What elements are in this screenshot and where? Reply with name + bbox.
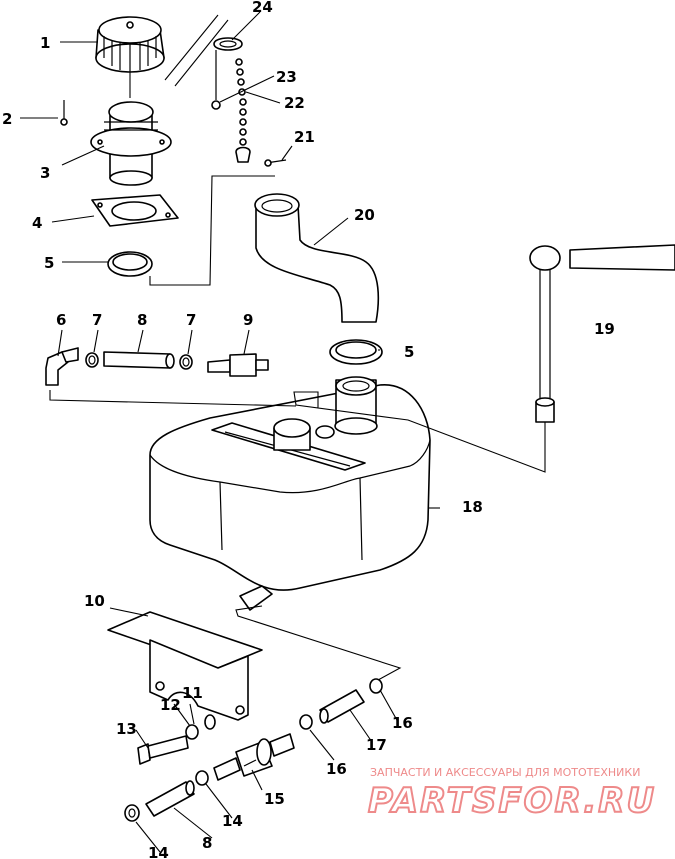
callout-6: 6: [56, 311, 66, 329]
callout-16a: 16: [392, 714, 413, 732]
callout-21: 21: [294, 128, 315, 146]
callout-23: 23: [276, 68, 297, 86]
fuel-tank: [149, 376, 431, 611]
callout-19: 19: [594, 320, 615, 338]
chain-screw: [264, 159, 287, 167]
bracket-bolt: [137, 735, 189, 765]
elbow-fitting: [45, 347, 79, 386]
callout-3: 3: [40, 164, 50, 182]
clamp-14-lower: [124, 804, 140, 822]
callout-10: 10: [84, 592, 105, 610]
clamp-16-upper: [369, 678, 383, 694]
fuel-filter: [213, 733, 295, 781]
tether-chain: [211, 37, 251, 163]
callout-7b: 7: [186, 311, 196, 329]
filler-screw: [60, 100, 68, 126]
fuel-gauge-sender: [529, 244, 675, 423]
filler-gasket: [91, 194, 179, 227]
watermark-logo: PARTSFOR.RU: [368, 781, 656, 821]
washer-11: [204, 714, 216, 730]
callout-20: 20: [354, 206, 375, 224]
callout-24: 24: [252, 0, 273, 16]
callout-8b: 8: [202, 834, 212, 852]
callout-22: 22: [284, 94, 305, 112]
hose-clamp-upper: [107, 251, 153, 277]
callout-2: 2: [2, 110, 12, 128]
callout-8a: 8: [137, 311, 147, 329]
fuel-cap: [95, 16, 165, 73]
callout-15: 15: [264, 790, 285, 808]
callout-4: 4: [32, 214, 42, 232]
callout-17: 17: [366, 736, 387, 754]
callout-13: 13: [116, 720, 137, 738]
hose-clamp-lower: [329, 339, 383, 365]
callout-9: 9: [243, 311, 253, 329]
filler-neck: [90, 101, 172, 186]
callout-11: 11: [182, 684, 203, 702]
small-clamp-a: [85, 352, 99, 368]
callout-18: 18: [462, 498, 483, 516]
watermark-tagline: ЗАПЧАСТИ И АКСЕССУАРЫ ДЛЯ МОТОТЕХНИКИ: [370, 766, 640, 779]
callout-16b: 16: [326, 760, 347, 778]
tank-bracket: [107, 611, 263, 721]
callout-7a: 7: [92, 311, 102, 329]
callout-14b: 14: [148, 844, 169, 859]
fuel-line-upper: [103, 351, 175, 369]
callout-14a: 14: [222, 812, 243, 830]
clamp-16-lower: [299, 714, 313, 730]
clamp-14-upper: [195, 770, 209, 786]
fuel-line-17: [319, 689, 365, 724]
callout-5b: 5: [404, 343, 414, 361]
filler-hose: [254, 193, 380, 323]
lock-washer-12: [185, 724, 199, 740]
fuel-valve: [207, 353, 269, 377]
callout-12: 12: [160, 696, 181, 714]
callout-1: 1: [40, 34, 50, 52]
fuel-line-lower: [145, 780, 195, 817]
callout-5a: 5: [44, 254, 54, 272]
small-clamp-b: [179, 354, 193, 370]
